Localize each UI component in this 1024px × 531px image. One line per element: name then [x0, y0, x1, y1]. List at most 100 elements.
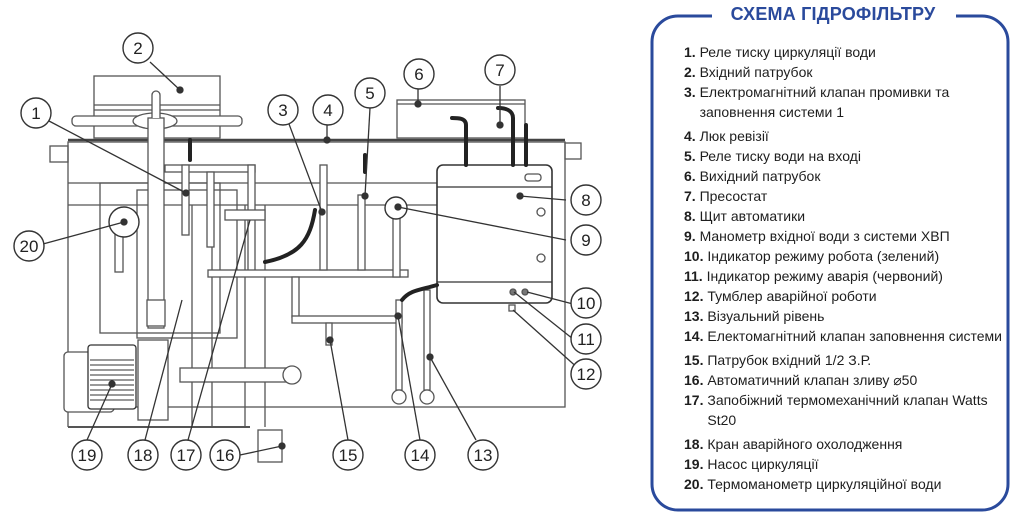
legend-item-text: Патрубок вхідний 1/2 З.Р.: [707, 352, 872, 368]
callout-6: 6: [403, 58, 435, 90]
legend-item-number: 3.: [684, 84, 696, 100]
legend-frame: [650, 14, 1010, 514]
legend-item-6: 6. Вихідний патрубок: [684, 166, 1004, 186]
legend-item-text: Люк ревізії: [699, 128, 769, 144]
legend-item-text: Індикатор режиму аварія (червоний): [706, 268, 943, 284]
svg-text:18: 18: [134, 446, 153, 465]
drain-valve: [257, 429, 283, 463]
callout-13: 13: [467, 439, 499, 471]
legend-item-13: 13. Візуальний рівень: [684, 306, 1004, 326]
legend-item-14: 14. Електомагнітний клапан заповнення си…: [684, 326, 1004, 346]
hydrofilter-diagram: 1 2 3 4 5 6 7 8 9 10 11 12 13 14 15 16 1…: [13, 32, 602, 471]
svg-text:19: 19: [78, 446, 97, 465]
legend-item-number: 9.: [684, 228, 696, 244]
legend-item-number: 20.: [684, 476, 704, 492]
svg-text:5: 5: [365, 84, 374, 103]
tank-left-lug: [49, 145, 69, 163]
tank-right-lug: [564, 142, 582, 160]
callout-17: 17: [170, 439, 202, 471]
callout-7: 7: [484, 54, 516, 86]
svg-text:17: 17: [177, 446, 196, 465]
legend-item-19: 19. Насос циркуляції: [684, 454, 1004, 474]
legend-item-text: Манометр вхідної води з системи ХВП: [699, 228, 950, 244]
legend-item-text: Запобіжний термомеханічний клапан Watts …: [707, 392, 988, 428]
svg-text:14: 14: [411, 446, 430, 465]
legend-item-20: 20. Термоманометр циркуляційної води: [684, 474, 1004, 494]
callout-8: 8: [570, 184, 602, 216]
legend-item-text: Термоманометр циркуляційної води: [707, 476, 942, 492]
callout-20: 20: [13, 230, 45, 262]
callout-14: 14: [404, 439, 436, 471]
svg-text:6: 6: [414, 65, 423, 84]
legend-item-10: 10. Індикатор режиму робота (зелений): [684, 246, 1004, 266]
legend-item-number: 17.: [684, 392, 704, 408]
legend-item-number: 1.: [684, 44, 696, 60]
legend-item-text: Реле тиску циркуляції води: [699, 44, 876, 60]
callout-1: 1: [20, 97, 52, 129]
svg-text:2: 2: [133, 39, 142, 58]
legend-item-5: 5. Реле тиску води на вході: [684, 146, 1004, 166]
svg-text:20: 20: [20, 237, 39, 256]
legend-item-3: 3. Електромагнітний клапан промивки та з…: [684, 82, 1004, 122]
legend-item-number: 12.: [684, 288, 704, 304]
legend-item-number: 8.: [684, 208, 696, 224]
callout-19: 19: [71, 439, 103, 471]
svg-text:1: 1: [31, 104, 40, 123]
legend-item-2: 2. Вхідний патрубок: [684, 62, 1004, 82]
svg-text:8: 8: [581, 191, 590, 210]
legend-item-number: 13.: [684, 308, 704, 324]
legend-item-text: Вхідний патрубок: [699, 64, 813, 80]
svg-text:9: 9: [581, 231, 590, 250]
legend-item-12: 12. Тумблер аварійної роботи: [684, 286, 1004, 306]
callout-12: 12: [570, 358, 602, 390]
legend-item-15: 15. Патрубок вхідний 1/2 З.Р.: [684, 350, 1004, 370]
callout-2: 2: [122, 32, 154, 64]
callout-15: 15: [332, 439, 364, 471]
legend-item-number: 7.: [684, 188, 696, 204]
svg-text:12: 12: [577, 365, 596, 384]
svg-text:15: 15: [339, 446, 358, 465]
callout-11: 11: [570, 323, 602, 355]
legend-item-number: 15.: [684, 352, 704, 368]
legend-item-text: Автоматичний клапан зливу ⌀50: [707, 372, 918, 388]
callout-16: 16: [209, 439, 241, 471]
legend-item-text: Реле тиску води на вході: [699, 148, 861, 164]
legend-item-11: 11. Індикатор режиму аварія (червоний): [684, 266, 1004, 286]
legend-item-text: Електромагнітний клапан промивки та запо…: [699, 84, 950, 120]
legend-item-text: Щит автоматики: [699, 208, 806, 224]
legend-item-16: 16. Автоматичний клапан зливу ⌀50: [684, 370, 1004, 390]
legend-item-number: 16.: [684, 372, 704, 388]
svg-text:7: 7: [495, 61, 504, 80]
legend-item-number: 10.: [684, 248, 704, 264]
legend-item-number: 14.: [684, 328, 704, 344]
legend-item-18: 18. Кран аварійного охолодження: [684, 434, 1004, 454]
legend-item-text: Пресостат: [699, 188, 768, 204]
callout-4: 4: [312, 94, 344, 126]
legend-item-number: 4.: [684, 128, 696, 144]
legend-item-text: Електомагнітний клапан заповнення систем…: [707, 328, 1003, 344]
callout-5: 5: [354, 77, 386, 109]
svg-text:13: 13: [474, 446, 493, 465]
legend-item-text: Індикатор режиму робота (зелений): [707, 248, 940, 264]
legend-item-number: 5.: [684, 148, 696, 164]
legend-item-text: Кран аварійного охолодження: [707, 436, 903, 452]
legend-item-4: 4. Люк ревізії: [684, 126, 1004, 146]
legend-item-number: 6.: [684, 168, 696, 184]
svg-text:10: 10: [577, 294, 596, 313]
legend-item-8: 8. Щит автоматики: [684, 206, 1004, 226]
svg-text:16: 16: [216, 446, 235, 465]
legend-item-number: 18.: [684, 436, 704, 452]
control-cabinet: [436, 164, 553, 304]
legend-item-9: 9. Манометр вхідної води з системи ХВП: [684, 226, 1004, 246]
callout-18: 18: [127, 439, 159, 471]
callout-9: 9: [570, 224, 602, 256]
legend-item-number: 11.: [684, 268, 703, 284]
legend-item-17: 17. Запобіжний термомеханічний клапан Wa…: [684, 390, 1004, 430]
legend-item-7: 7. Пресостат: [684, 186, 1004, 206]
legend-item-text: Тумблер аварійної роботи: [707, 288, 877, 304]
legend-item-number: 2.: [684, 64, 696, 80]
legend-item-text: Насос циркуляції: [707, 456, 819, 472]
legend-item-1: 1. Реле тиску циркуляції води: [684, 42, 1004, 62]
svg-text:3: 3: [278, 101, 287, 120]
